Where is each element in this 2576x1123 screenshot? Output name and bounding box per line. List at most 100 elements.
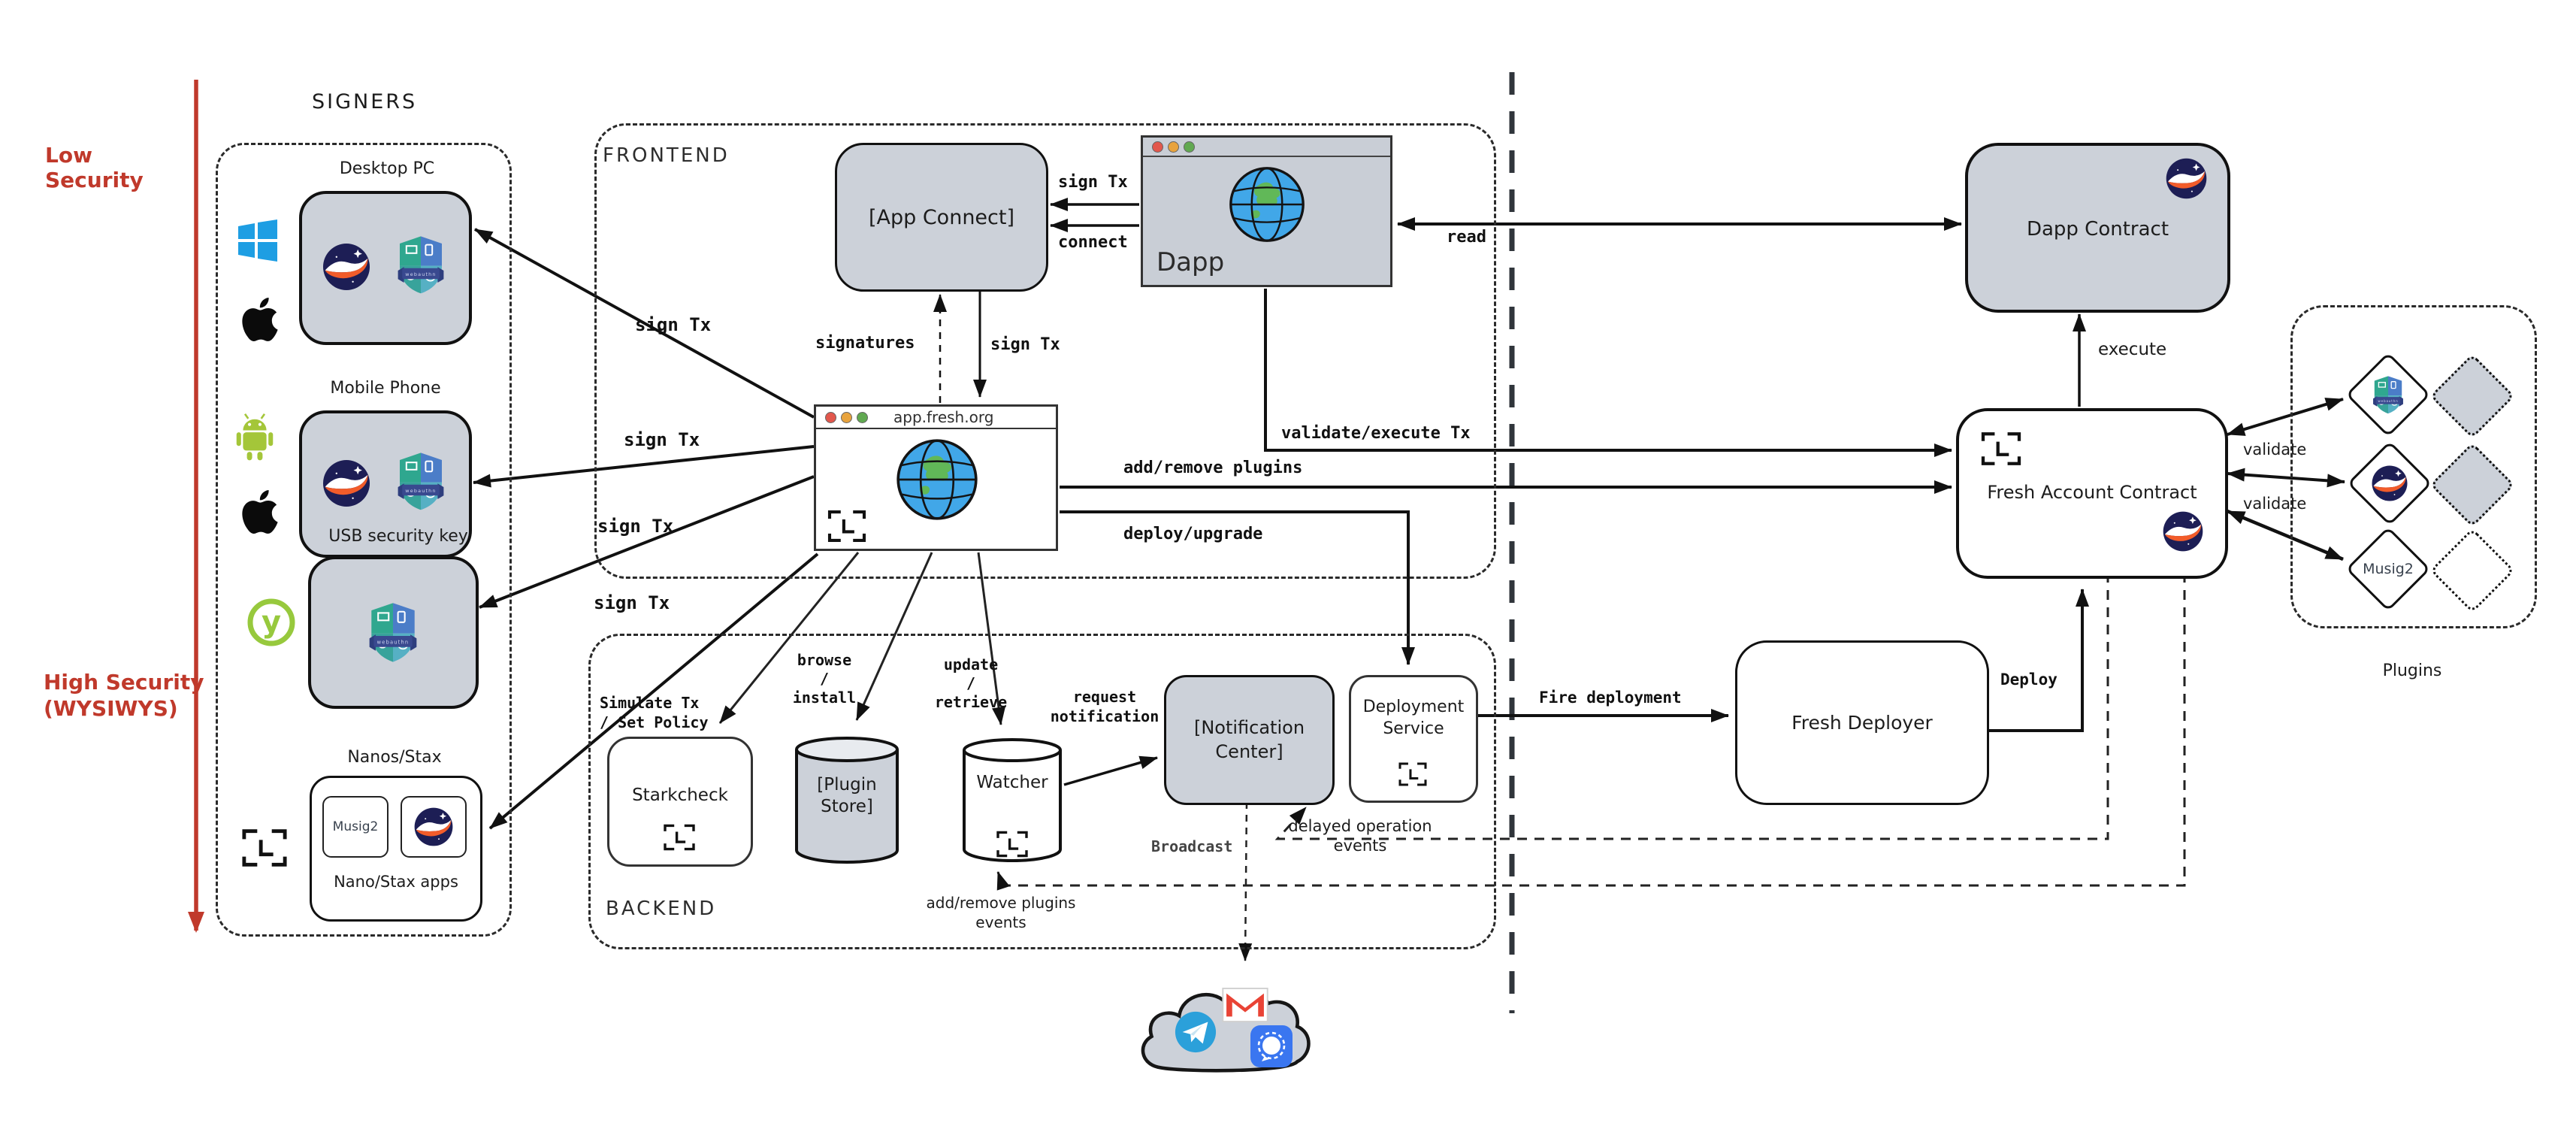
webauthn-shield-icon: webauthn bbox=[397, 446, 445, 516]
plugin-store-label: [Plugin Store] bbox=[817, 775, 877, 816]
svg-text:webauthn: webauthn bbox=[377, 640, 410, 646]
desktop-pc-label: Desktop PC bbox=[339, 159, 435, 178]
frontend-group-box bbox=[594, 123, 1496, 579]
apple-icon bbox=[238, 289, 282, 350]
ledger-icon bbox=[241, 825, 288, 870]
edge-deploy-upgrade bbox=[1060, 510, 1415, 665]
signers-title: SIGNERS bbox=[312, 90, 418, 114]
musig2-app-chip: Musig2 bbox=[322, 796, 389, 858]
signal-icon bbox=[1249, 1024, 1294, 1069]
mobile-phone-card: webauthn bbox=[299, 410, 472, 558]
sign-tx-label-6: sign Tx bbox=[990, 335, 1060, 354]
watcher-cylinder: Watcher bbox=[962, 737, 1063, 863]
signatures-label: signatures bbox=[815, 334, 915, 353]
usb-key-card: webauthn bbox=[308, 556, 479, 709]
deployment-service-label: Deployment Service bbox=[1362, 698, 1465, 738]
edge-validate-starknet bbox=[2227, 468, 2345, 488]
close-icon bbox=[1152, 141, 1163, 153]
edge-browse-install bbox=[855, 552, 933, 721]
high-security-label: High Security (WYSIWYS) bbox=[44, 670, 204, 721]
telegram-icon bbox=[1174, 1010, 1217, 1054]
desktop-pc-card: webauthn bbox=[299, 191, 472, 345]
minimize-icon bbox=[841, 411, 852, 423]
fresh-account-contract-box: Fresh Account Contract bbox=[1956, 408, 2228, 579]
starknet-icon bbox=[322, 459, 371, 508]
read-label: read bbox=[1447, 228, 1486, 247]
dapp-window-titlebar bbox=[1143, 138, 1390, 157]
app-fresh-window: app.fresh.org bbox=[814, 404, 1058, 551]
edge-update-retrieve bbox=[977, 552, 1005, 725]
browse-install-label: browse / install bbox=[792, 651, 857, 707]
maximize-icon bbox=[857, 411, 868, 423]
edge-sign-tx-mobile bbox=[473, 445, 815, 488]
svg-text:webauthn: webauthn bbox=[405, 271, 436, 277]
nanos-stax-label: Nanos/Stax bbox=[347, 748, 442, 767]
starkcheck-box: Starkcheck bbox=[607, 737, 753, 867]
apple-icon bbox=[238, 482, 282, 542]
starknet-icon bbox=[322, 242, 371, 292]
sign-tx-label-5: sign Tx bbox=[1058, 173, 1128, 192]
sign-tx-label-4: sign Tx bbox=[594, 592, 670, 613]
ledger-icon bbox=[995, 830, 1029, 858]
yubikey-icon: y bbox=[246, 598, 296, 647]
svg-text:webauthn: webauthn bbox=[405, 488, 436, 494]
edge-broadcast bbox=[1238, 801, 1253, 961]
deploy-upgrade-label: deploy/upgrade bbox=[1123, 525, 1263, 543]
minimize-icon bbox=[1168, 141, 1179, 153]
ledger-icon bbox=[827, 509, 867, 543]
app-connect-box: [App Connect] bbox=[835, 143, 1048, 292]
plugins-title: Plugins bbox=[2382, 661, 2442, 680]
sign-tx-label-3: sign Tx bbox=[597, 516, 674, 537]
globe-icon bbox=[1227, 165, 1307, 244]
fire-deployment-label: Fire deployment bbox=[1539, 689, 1682, 707]
edge-add-remove-plugins-events bbox=[996, 573, 2186, 891]
edge-delayed-operation-events bbox=[1274, 573, 2109, 840]
edge-deploy bbox=[1985, 589, 2089, 732]
mobile-phone-label: Mobile Phone bbox=[330, 379, 441, 398]
gmail-icon bbox=[1222, 988, 1268, 1022]
nano-stax-apps-caption: Nano/Stax apps bbox=[334, 873, 458, 891]
watcher-label: Watcher bbox=[976, 773, 1048, 792]
request-notification-label: request notification bbox=[1050, 688, 1160, 725]
backend-group-box bbox=[588, 634, 1496, 949]
maximize-icon bbox=[1184, 141, 1195, 153]
deployment-service-box: Deployment Service bbox=[1349, 675, 1478, 803]
signers-group-box bbox=[216, 143, 512, 937]
starknet-plugin-diamond bbox=[2347, 440, 2432, 526]
broadcast-cloud bbox=[1135, 964, 1326, 1082]
execute-label: execute bbox=[2098, 340, 2167, 359]
cylinder-shape bbox=[795, 737, 899, 864]
sign-tx-label-2: sign Tx bbox=[624, 429, 700, 450]
dapp-contract-box: Dapp Contract bbox=[1965, 143, 2230, 313]
svg-text:y: y bbox=[262, 605, 281, 640]
dapp-window: Dapp bbox=[1141, 135, 1392, 287]
app-fresh-titlebar: app.fresh.org bbox=[816, 407, 1056, 429]
edge-sign-tx-usb bbox=[479, 475, 815, 609]
add-remove-plugins-label: add/remove plugins bbox=[1123, 459, 1303, 477]
edge-validate-webauthn bbox=[2227, 398, 2344, 436]
sign-tx-label-1: sign Tx bbox=[635, 314, 712, 335]
starknet-icon bbox=[413, 807, 454, 847]
delayed-operation-events-label: delayed operation events bbox=[1288, 817, 1432, 855]
edge-simulate bbox=[718, 552, 860, 724]
backend-title: BACKEND bbox=[606, 897, 717, 920]
add-remove-plugins-events-label: add/remove plugins events bbox=[926, 894, 1076, 931]
plugin-store-cylinder: [Plugin Store] bbox=[794, 735, 899, 864]
app-fresh-url: app.fresh.org bbox=[893, 408, 994, 426]
starknet-icon bbox=[2162, 510, 2204, 552]
notification-center-box: [Notification Center] bbox=[1164, 675, 1335, 805]
edge-validate-musig2 bbox=[2227, 509, 2344, 562]
validate-label-1: validate bbox=[2243, 440, 2307, 459]
android-icon bbox=[235, 410, 274, 465]
validate-execute-label: validate/execute Tx bbox=[1281, 424, 1471, 443]
edge-sign-tx-nanos bbox=[488, 552, 819, 830]
usb-key-label: USB security key bbox=[328, 527, 468, 546]
close-icon bbox=[825, 411, 836, 423]
edge-sign-tx-desktop bbox=[474, 228, 815, 419]
svg-text:webauthn: webauthn bbox=[2378, 399, 2398, 403]
low-security-label: Low Security bbox=[45, 143, 144, 192]
ledger-icon bbox=[662, 823, 697, 852]
ledger-icon bbox=[1398, 761, 1428, 787]
update-retrieve-label: update / retrieve bbox=[934, 655, 1008, 711]
